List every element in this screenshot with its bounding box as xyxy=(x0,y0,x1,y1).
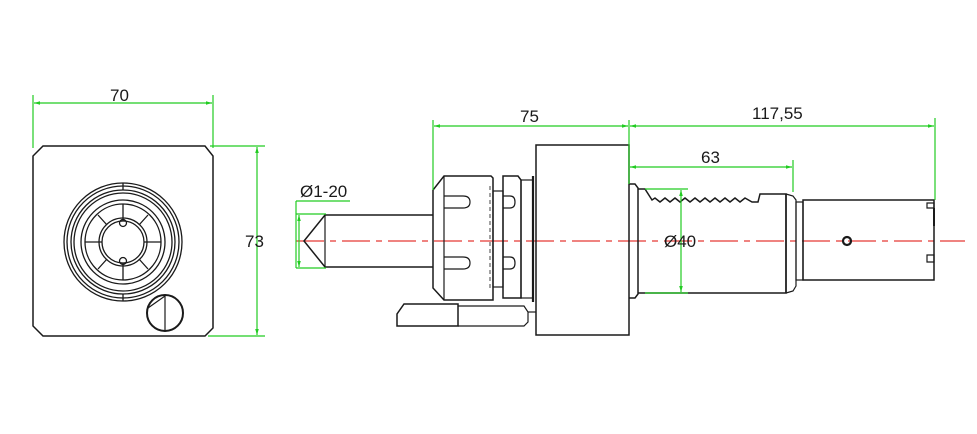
shank-total-label: 117,55 xyxy=(752,104,803,123)
tool-diameter-label: Ø1-20 xyxy=(300,182,348,201)
pin-hole-bottom xyxy=(118,256,128,266)
head-length-label: 75 xyxy=(520,107,539,126)
collet-nut xyxy=(432,175,494,301)
base-key xyxy=(396,303,459,327)
side-view xyxy=(303,144,935,336)
collet-nut-rings xyxy=(63,182,183,302)
shank-flange xyxy=(629,183,639,299)
width-dimension-label: 70 xyxy=(110,86,129,105)
drive-end xyxy=(802,199,935,281)
cross-hole xyxy=(841,235,853,247)
shank-diameter-label: Ø40 xyxy=(664,232,697,251)
side-view-dimensions xyxy=(295,118,936,294)
serration-length-label: 63 xyxy=(701,148,720,167)
serrated-shank xyxy=(638,188,787,294)
collet-slots xyxy=(85,183,161,301)
cutting-tool xyxy=(303,214,433,268)
front-view-dimensions xyxy=(32,95,265,337)
height-dimension-label: 73 xyxy=(245,232,264,251)
lock-ring xyxy=(502,175,522,299)
housing-block xyxy=(535,144,630,336)
front-view xyxy=(32,145,214,337)
pin-hole-top xyxy=(118,218,128,228)
front-body-outline xyxy=(32,145,214,337)
